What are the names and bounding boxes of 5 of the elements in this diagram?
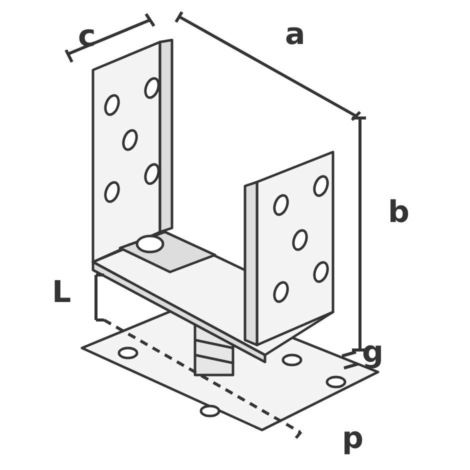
dimension-label: g (362, 338, 384, 368)
dimension-label: L (52, 278, 72, 308)
dimension-label: p (342, 424, 364, 454)
dimension-label: a (285, 20, 306, 50)
dimension-label: b (388, 198, 410, 228)
